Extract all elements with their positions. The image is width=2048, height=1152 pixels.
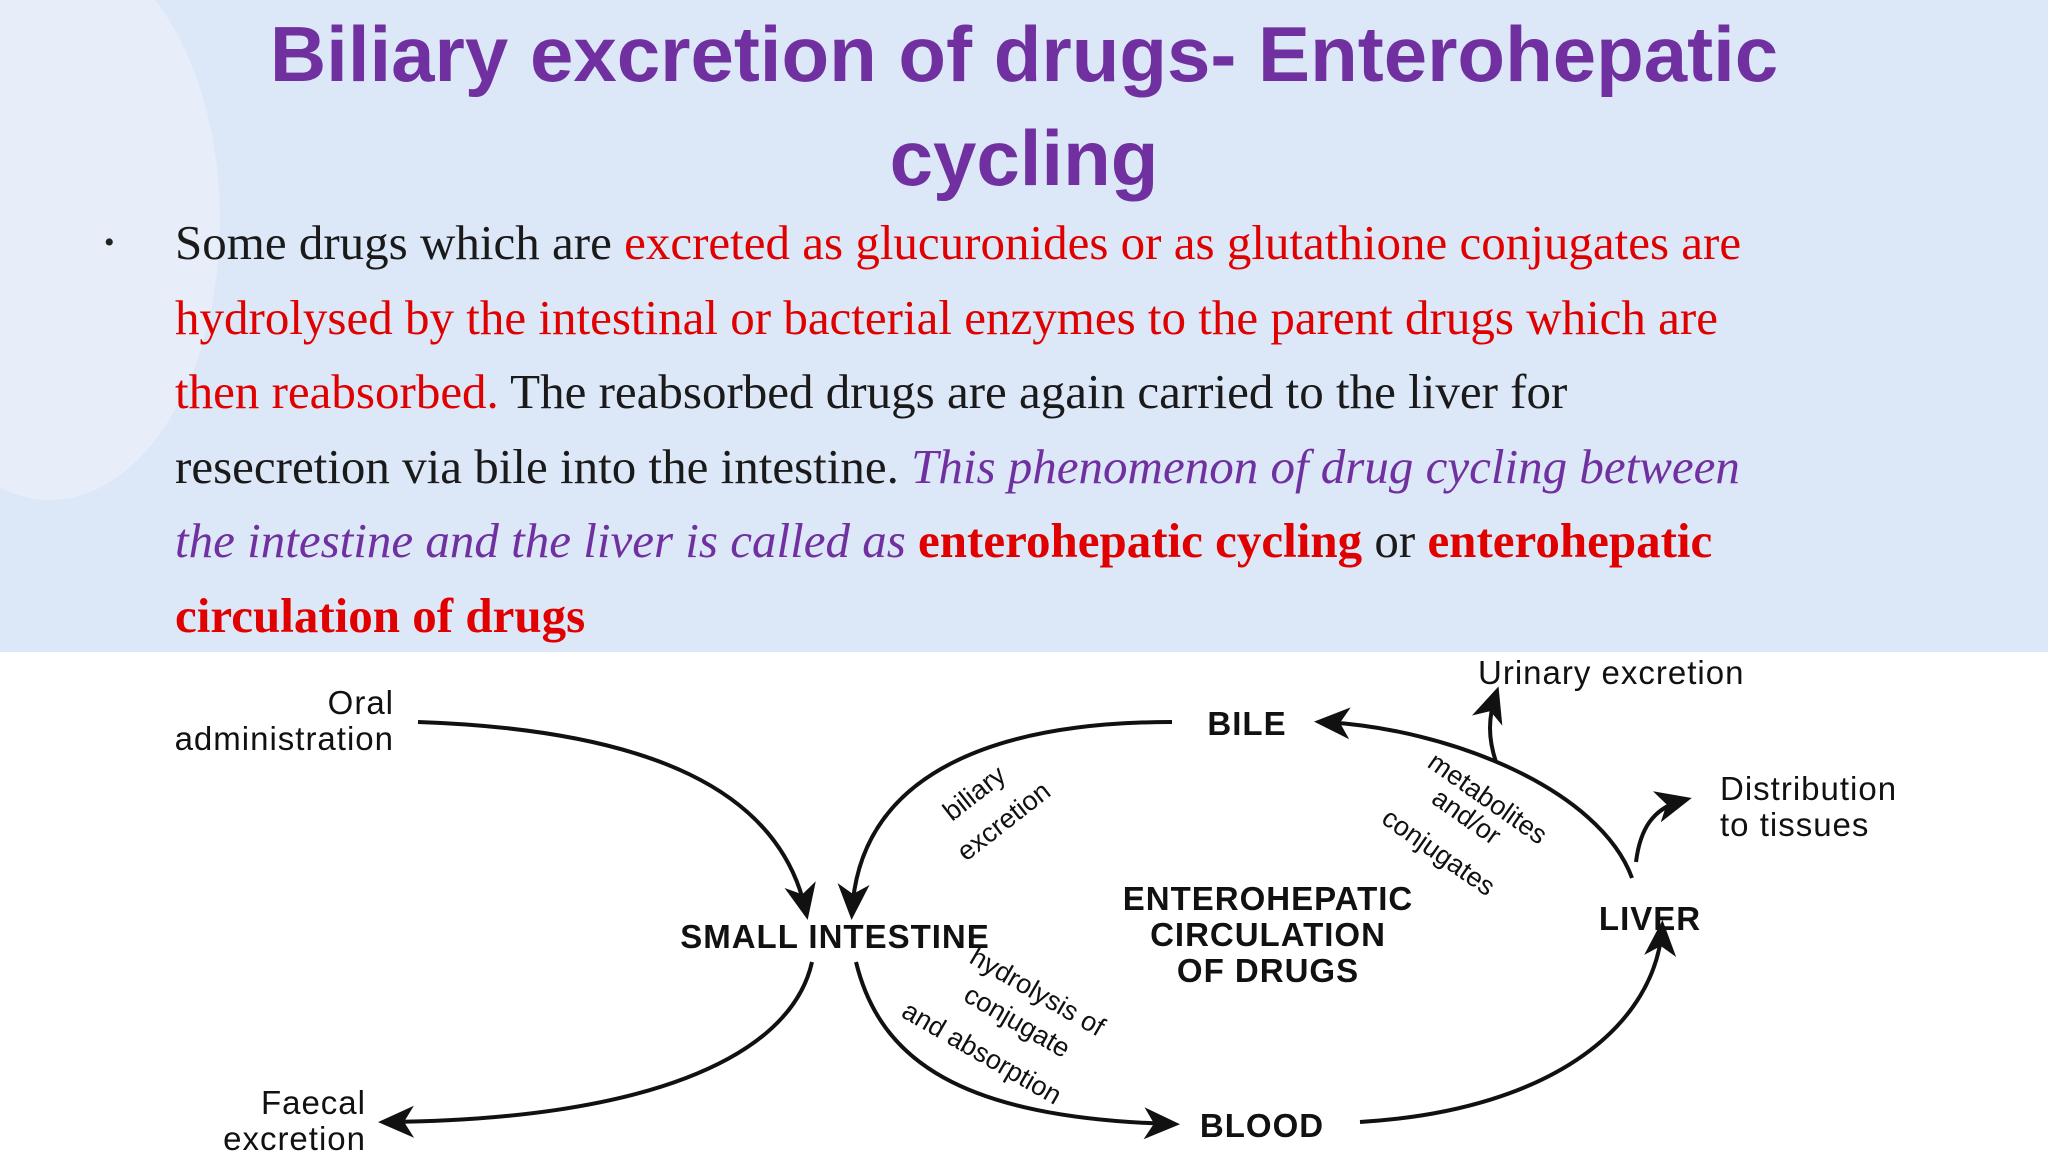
liver-to-bile-arrow xyxy=(1314,707,1634,879)
small-intestine-node: SMALL INTESTINE xyxy=(680,918,990,955)
bullet-icon: • xyxy=(104,226,115,259)
oral-label-line-2: administration xyxy=(175,720,394,757)
paragraph-line-2: hydrolysed by the intestinal or bacteria… xyxy=(175,281,1915,356)
faecal-label-line-1: Faecal xyxy=(261,1084,366,1121)
urinary-excretion-label: Urinary excretion xyxy=(1478,654,1744,691)
text-plain: The reabsorbed drugs are again carried t… xyxy=(498,364,1568,419)
distribution-label-line-1: Distribution xyxy=(1720,770,1897,807)
intestine-to-faecal-arrow xyxy=(378,961,814,1138)
text-red: then reabsorbed. xyxy=(175,364,499,419)
center-label-line-2: CIRCULATION xyxy=(1150,916,1386,953)
text-red: hydrolysed by the intestinal or bacteria… xyxy=(175,289,1718,345)
slide-title-line-2: cycling xyxy=(889,114,1159,202)
distribution-label-line-2: to tissues xyxy=(1720,806,1869,843)
paragraph-line-5: the intestine and the liver is called as… xyxy=(175,504,1915,579)
slide-title-line-1: Biliary excretion of drugs- Enterohepati… xyxy=(269,10,1779,98)
text-plain: or xyxy=(1362,513,1428,568)
blood-node: BLOOD xyxy=(1200,1107,1324,1144)
oral-label-line-1: Oral xyxy=(328,684,394,721)
slide-background-top xyxy=(0,0,2048,652)
paragraph-line-6: circulation of drugs xyxy=(175,579,1915,654)
intestine-to-blood-arrow xyxy=(854,961,1180,1140)
text-plain: Some drugs which are xyxy=(175,215,625,270)
text-plain: resecretion via bile into the intestine. xyxy=(175,438,912,494)
paragraph-line-3: then reabsorbed. The reabsorbed drugs ar… xyxy=(175,355,1915,430)
paragraph-line-1: Some drugs which are excreted as glucuro… xyxy=(175,206,1915,281)
body-paragraph: Some drugs which are excreted as glucuro… xyxy=(175,206,1915,653)
bile-node: BILE xyxy=(1207,705,1286,742)
urinary-excretion-arrow xyxy=(1471,686,1503,763)
distribution-arrow xyxy=(1634,791,1692,863)
center-label-line-3: OF DRUGS xyxy=(1177,952,1359,989)
center-label-line-1: ENTEROHEPATIC xyxy=(1123,880,1413,917)
faecal-label-line-2: excretion xyxy=(223,1120,366,1152)
bile-to-intestine-arrow xyxy=(837,720,1173,920)
paragraph-line-4: resecretion via bile into the intestine.… xyxy=(175,430,1915,505)
text-red: excreted as glucuronides or as glutathio… xyxy=(624,215,1742,270)
liver-node: LIVER xyxy=(1599,900,1701,937)
text-italic-purple: the intestine and the liver is called as xyxy=(175,513,919,568)
oral-to-intestine-arrow xyxy=(417,720,816,920)
text-bold-red: circulation of drugs xyxy=(175,587,586,643)
enterohepatic-diagram: Oral administration BILE Urinary excreti… xyxy=(175,654,1897,1152)
text-italic-purple: This phenomenon of drug cycling between xyxy=(911,438,1740,494)
blood-to-liver-arrow xyxy=(1359,920,1677,1124)
text-bold-red: enterohepatic xyxy=(1427,513,1713,568)
text-bold-red: enterohepatic cycling xyxy=(918,513,1363,568)
